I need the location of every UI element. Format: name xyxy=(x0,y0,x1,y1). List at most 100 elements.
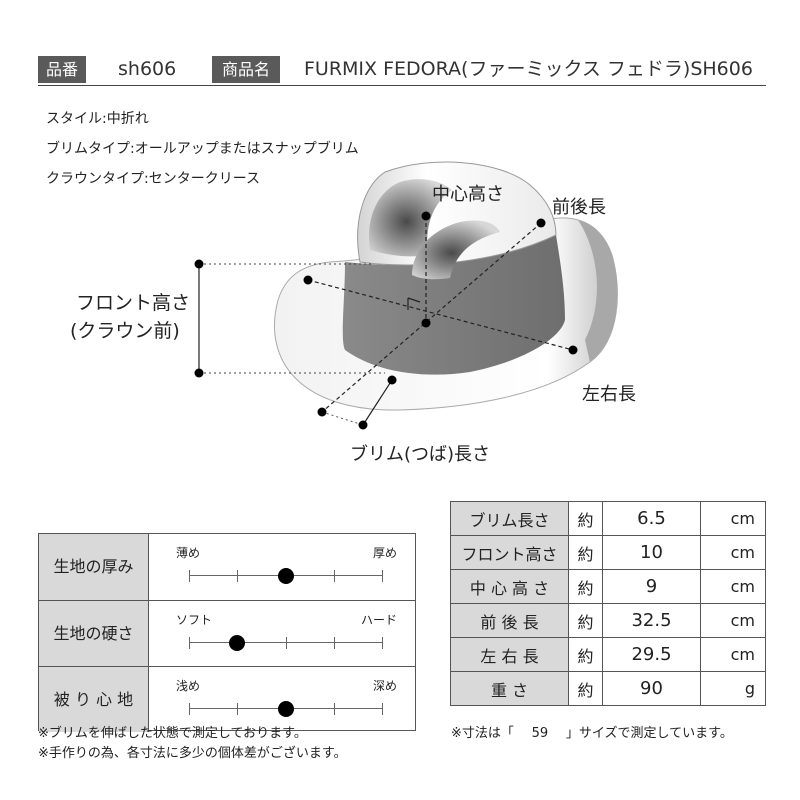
note-brim: ※ブリムを伸ばした状態で測定しております。 xyxy=(38,726,307,741)
size-key: ブリム長さ xyxy=(450,501,569,536)
size-approx: 約 xyxy=(568,603,603,638)
fabric-scale-min: 薄め xyxy=(176,546,201,560)
left-right-line xyxy=(307,279,574,351)
size-unit: cm xyxy=(700,535,766,570)
label-front-height: フロント高さ xyxy=(76,292,191,314)
size-row: 中 心 高 さ 約 9 cm xyxy=(450,569,766,604)
fabric-scale-max: ハード xyxy=(360,613,397,627)
right-angle-mark xyxy=(407,297,421,310)
fabric-row-label: 被 り 心 地 xyxy=(39,667,149,732)
product-header: 品番 sh606 商品名 FURMIX FEDORA(ファーミックス フェドラ)… xyxy=(38,52,766,86)
crown-dent-right xyxy=(412,220,500,280)
size-value: 10 xyxy=(602,535,701,570)
size-key: 中 心 高 さ xyxy=(450,569,569,604)
scale-tick xyxy=(333,570,335,582)
size-unit: g xyxy=(700,671,766,706)
fabric-row-thickness: 生地の厚み 薄め 厚め xyxy=(39,534,415,600)
fabric-scale-min: ソフト xyxy=(176,613,213,627)
size-key: フロント高さ xyxy=(450,535,569,570)
size-unit: cm xyxy=(700,603,766,638)
scale-tick xyxy=(382,637,383,649)
product-name-tag: 商品名 xyxy=(212,56,280,83)
scale-tick xyxy=(333,637,335,649)
brim-length-line xyxy=(362,379,393,426)
center-height-bottom-point xyxy=(421,318,431,328)
scale-level-marker xyxy=(229,635,246,651)
fabric-row-fit-depth: 被 り 心 地 浅め 深め xyxy=(39,666,415,732)
product-name: FURMIX FEDORA(ファーミックス フェドラ)SH606 xyxy=(304,58,753,80)
size-value: 6.5 xyxy=(602,501,701,536)
size-row: 前 後 長 約 32.5 cm xyxy=(450,603,766,638)
size-unit: cm xyxy=(700,637,766,672)
front-back-line xyxy=(321,222,542,413)
fabric-row-stiffness: 生地の硬さ ソフト ハード xyxy=(39,600,415,666)
label-center-height: 中心高さ xyxy=(432,184,504,205)
size-approx: 約 xyxy=(568,637,603,672)
size-row: フロント高さ 約 10 cm xyxy=(450,535,766,570)
scale-tick xyxy=(189,703,190,715)
fabric-characteristics-table: 生地の厚み 薄め 厚め 生地の硬さ ソフト ハード 被 り 心 地 浅め 深め xyxy=(38,533,416,732)
scale-tick xyxy=(382,703,383,715)
left-right-right-point xyxy=(568,345,578,355)
size-row: 重 さ 約 90 g xyxy=(450,671,766,706)
crown-dent-left xyxy=(369,179,452,257)
label-brim-length: ブリム(つば)長さ xyxy=(350,444,491,465)
brim-length-bottom-point xyxy=(358,420,368,430)
hat-band xyxy=(342,235,565,375)
fabric-row-label: 生地の硬さ xyxy=(39,601,149,666)
note-size-suffix: 」サイズで測定しています。 xyxy=(565,726,733,741)
scale-tick xyxy=(237,703,239,715)
size-table: ブリム長さ 約 6.5 cm フロント高さ 約 10 cm 中 心 高 さ 約 … xyxy=(450,501,766,706)
label-left-right: 左右長 xyxy=(582,384,636,405)
left-right-left-point xyxy=(303,275,313,285)
size-value: 29.5 xyxy=(602,637,701,672)
scale-tick xyxy=(333,703,335,715)
brim-length-guide xyxy=(321,411,364,426)
size-row: 左 右 長 約 29.5 cm xyxy=(450,637,766,672)
center-height-top-point xyxy=(421,211,431,221)
size-approx: 約 xyxy=(568,569,603,604)
scale-level-marker xyxy=(277,701,294,717)
note-size-prefix: ※寸法は「 xyxy=(451,726,514,741)
note-size-value: 59 xyxy=(531,726,549,741)
spec-crown-type: クラウンタイプ:センタークリース xyxy=(46,171,261,187)
size-unit: cm xyxy=(700,501,766,536)
size-key: 重 さ xyxy=(450,671,569,706)
fabric-row-label: 生地の厚み xyxy=(39,534,149,600)
label-front-back: 前後長 xyxy=(552,197,606,218)
size-approx: 約 xyxy=(568,671,603,706)
fabric-scale-min: 浅め xyxy=(176,679,201,693)
fabric-scale-max: 深め xyxy=(372,679,397,693)
note-handmade: ※手作りの為、各寸法に多少の個体差がございます。 xyxy=(38,746,347,761)
front-height-top-point xyxy=(194,259,204,269)
scale-level-marker xyxy=(277,568,294,584)
brim-rim-shade xyxy=(578,220,618,362)
sku-tag: 品番 xyxy=(38,56,86,83)
size-value: 9 xyxy=(602,569,701,604)
size-row: ブリム長さ 約 6.5 cm xyxy=(450,501,766,536)
size-unit: cm xyxy=(700,569,766,604)
scale-tick xyxy=(382,570,383,582)
fabric-scale xyxy=(189,701,383,717)
fabric-scale xyxy=(189,635,383,651)
front-back-top-point xyxy=(536,218,546,228)
size-key: 左 右 長 xyxy=(450,637,569,672)
scale-tick xyxy=(189,570,190,582)
spec-brim-type: ブリムタイプ:オールアップまたはスナップブリム xyxy=(46,141,359,157)
sku-value: sh606 xyxy=(118,58,177,80)
spec-style: スタイル:中折れ xyxy=(46,111,149,127)
front-height-bottom-point xyxy=(194,368,204,378)
front-back-bottom-point xyxy=(317,407,327,417)
brim-length-top-point xyxy=(387,375,397,385)
scale-tick xyxy=(189,637,190,649)
fabric-scale-max: 厚め xyxy=(372,546,397,560)
size-value: 32.5 xyxy=(602,603,701,638)
scale-tick xyxy=(237,570,239,582)
size-value: 90 xyxy=(602,671,701,706)
size-approx: 約 xyxy=(568,535,603,570)
label-front-height-sub: (クラウン前) xyxy=(70,320,180,342)
hat-measurement-diagram xyxy=(194,161,618,430)
size-key: 前 後 長 xyxy=(450,603,569,638)
fabric-scale xyxy=(189,568,383,584)
size-approx: 約 xyxy=(568,501,603,536)
